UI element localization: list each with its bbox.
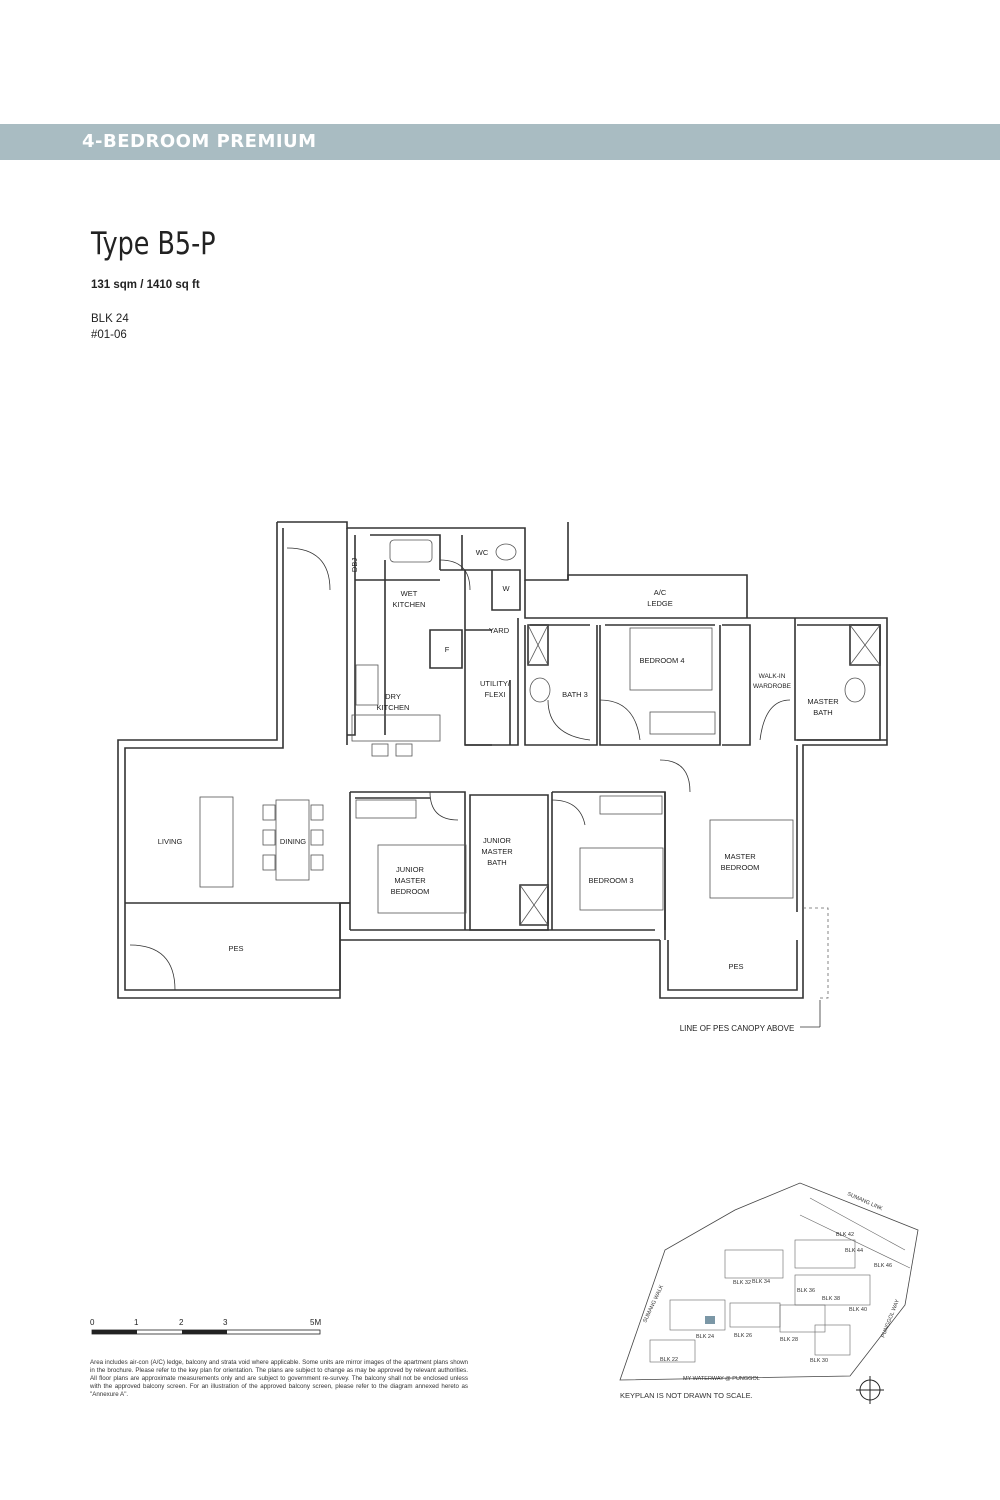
label-dry-kitchen-2: KITCHEN [377,703,410,712]
label-master-bedroom-2: BEDROOM [721,863,760,872]
label-ac-ledge-2: LEDGE [647,599,672,608]
keyplan-blk-44: BLK 44 [845,1248,863,1254]
label-dbj: DBJ [350,558,359,572]
label-jm-bath-3: BATH [487,858,506,867]
label-jm-bedroom-1: JUNIOR [396,865,425,874]
label-walkin-2: WARDROBE [753,683,792,690]
keyplan-blk-30: BLK 30 [810,1358,828,1364]
unit-area: 131 sqm / 1410 sq ft [91,279,200,291]
keyplan-blk-24: BLK 24 [696,1334,714,1340]
keyplan-blk-22: BLK 22 [660,1357,678,1363]
label-wet-kitchen-1: WET [401,589,418,598]
label-master-bedroom-1: MASTER [724,852,756,861]
keyplan-sumang-walk: SUMANG WALK [642,1284,665,1324]
label-dry-kitchen-1: DRY [385,692,401,701]
label-utility-2: FLEXI [485,690,506,699]
label-wc: WC [476,548,489,557]
label-walkin-1: WALK-IN [759,673,786,680]
label-jm-bedroom-2: MASTER [394,876,426,885]
label-bedroom3: BEDROOM 3 [588,876,633,885]
scale-bar: 0 1 2 3 5M [90,1318,321,1335]
keyplan-note: KEYPLAN IS NOT DRAWN TO SCALE. [620,1391,753,1400]
label-w: W [502,584,510,593]
label-jm-bedroom-3: BEDROOM [391,887,430,896]
label-dining: DINING [280,837,306,846]
keyplan-blk-36: BLK 36 [797,1288,815,1294]
label-f: F [445,645,450,654]
scale-tick-1: 1 [134,1318,139,1327]
label-bedroom4: BEDROOM 4 [639,656,684,665]
keyplan-blk-46: BLK 46 [874,1263,892,1269]
banner-title: 4-BEDROOM PREMIUM [82,131,317,152]
unit-number: #01-06 [91,329,127,341]
keyplan-blk-38: BLK 38 [822,1296,840,1302]
scale-tick-0: 0 [90,1318,95,1327]
label-wet-kitchen-2: KITCHEN [393,600,426,609]
keyplan-blk-26: BLK 26 [734,1333,752,1339]
keyplan-blk-42: BLK 42 [836,1232,854,1238]
label-jm-bath-2: MASTER [481,847,513,856]
header-banner: 4-BEDROOM PREMIUM [0,124,1000,160]
keyplan-highlight [705,1316,715,1324]
block-number: BLK 24 [91,313,129,325]
keyplan-blk-32: BLK 32 [733,1280,751,1286]
label-master-bath-1: MASTER [807,697,839,706]
label-master-bath-2: BATH [813,708,832,717]
label-utility-1: UTILITY/ [480,679,511,688]
label-living: LIVING [158,837,183,846]
unit-type-title: Type B5-P [91,226,216,262]
label-jm-bath-1: JUNIOR [483,836,512,845]
label-yard: YARD [489,626,510,635]
label-bath3: BATH 3 [562,690,588,699]
keyplan-my-waterway: MY WATERWAY @ PUNGGOL [683,1376,760,1382]
scale-tick-5m: 5M [310,1318,321,1327]
scale-tick-2: 2 [179,1318,184,1327]
keyplan-blk-34: BLK 34 [752,1279,770,1285]
label-pes-left: PES [228,944,243,953]
disclaimer-text: Area includes air-con (A/C) ledge, balco… [90,1359,468,1398]
label-canopy-note: LINE OF PES CANOPY ABOVE [680,1024,795,1033]
label-ac-ledge-1: A/C [654,588,667,597]
north-arrow-icon [856,1376,884,1404]
keyplan-blk-40: BLK 40 [849,1307,867,1313]
label-pes-right: PES [728,962,743,971]
scale-tick-3: 3 [223,1318,228,1327]
keyplan-punggol-way: PUNGGOL WAY [880,1298,901,1338]
keyplan-blk-28: BLK 28 [780,1337,798,1343]
